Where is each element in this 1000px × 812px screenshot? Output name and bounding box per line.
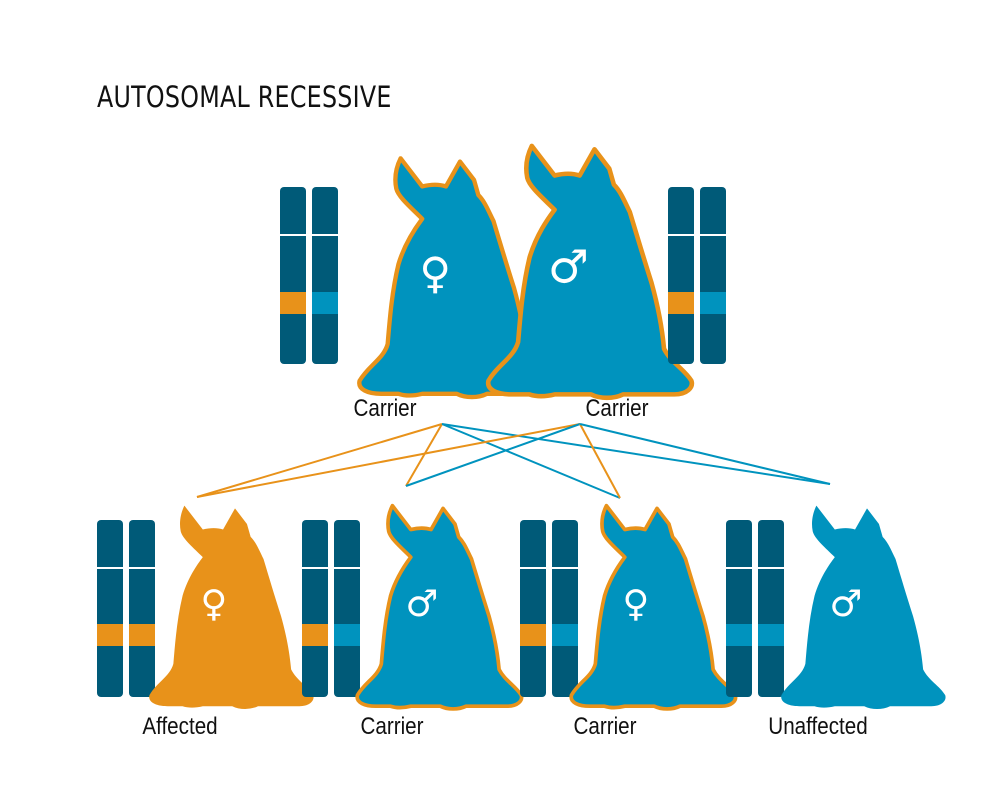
dog-offspring-1: ♀ bbox=[149, 505, 314, 709]
chromosome bbox=[97, 520, 123, 697]
sex-symbol: ♀ bbox=[419, 249, 451, 299]
status-label: Carrier bbox=[353, 395, 417, 422]
allele-band bbox=[552, 624, 578, 646]
inheritance-line bbox=[579, 423, 621, 499]
allele-band bbox=[334, 624, 360, 646]
inheritance-line bbox=[441, 423, 621, 499]
dog-silhouette bbox=[355, 503, 524, 711]
allele-band bbox=[129, 624, 155, 646]
inheritance-line bbox=[196, 423, 443, 498]
dog-father: ♂ bbox=[488, 146, 692, 398]
chromosome bbox=[758, 520, 784, 697]
dog-offspring-3: ♀ bbox=[569, 503, 738, 711]
allele-band bbox=[520, 624, 546, 646]
sex-symbol: ♂ bbox=[548, 241, 589, 294]
dog-silhouette bbox=[569, 503, 738, 711]
centromere-line bbox=[668, 234, 694, 236]
allele-band bbox=[280, 292, 306, 314]
centromere-line bbox=[552, 567, 578, 569]
allele-band bbox=[97, 624, 123, 646]
chromosome bbox=[312, 187, 338, 364]
allele-band bbox=[758, 624, 784, 646]
dog-offspring-4: ♂ bbox=[781, 505, 946, 709]
status-label: Unaffected bbox=[768, 713, 867, 740]
inheritance-line bbox=[196, 423, 581, 498]
allele-band bbox=[302, 624, 328, 646]
chromosome bbox=[280, 187, 306, 364]
centromere-line bbox=[334, 567, 360, 569]
sex-symbol: ♀ bbox=[200, 582, 227, 625]
dog-silhouette bbox=[488, 146, 692, 398]
status-label: Carrier bbox=[585, 395, 649, 422]
allele-band bbox=[726, 624, 752, 646]
sex-symbol: ♂ bbox=[829, 582, 862, 625]
chromosome-pair-offspring-1 bbox=[97, 520, 155, 697]
status-label: Affected bbox=[142, 713, 217, 740]
inheritance-line bbox=[405, 423, 443, 487]
diagram-title: AUTOSOMAL RECESSIVE bbox=[97, 80, 392, 114]
sex-symbol: ♀ bbox=[622, 582, 649, 625]
inheritance-line bbox=[405, 423, 581, 487]
chromosome bbox=[726, 520, 752, 697]
chromosome-pair-offspring-4 bbox=[726, 520, 784, 697]
sex-symbol: ♂ bbox=[405, 582, 438, 625]
centromere-line bbox=[758, 567, 784, 569]
chromosome bbox=[552, 520, 578, 697]
inheritance-lines bbox=[196, 423, 831, 499]
inheritance-line bbox=[441, 423, 831, 485]
inheritance-line bbox=[579, 423, 831, 485]
centromere-line bbox=[97, 567, 123, 569]
chromosome bbox=[520, 520, 546, 697]
centromere-line bbox=[280, 234, 306, 236]
centromere-line bbox=[700, 234, 726, 236]
centromere-line bbox=[726, 567, 752, 569]
chromosome bbox=[302, 520, 328, 697]
dog-offspring-2: ♂ bbox=[355, 503, 524, 711]
chromosome bbox=[700, 187, 726, 364]
chromosome bbox=[129, 520, 155, 697]
chromosome-pair-offspring-3 bbox=[520, 520, 578, 697]
chromosome bbox=[334, 520, 360, 697]
chromosome bbox=[668, 187, 694, 364]
chromosome-pair-offspring-2 bbox=[302, 520, 360, 697]
status-label: Carrier bbox=[573, 713, 637, 740]
dog-silhouette bbox=[149, 505, 314, 709]
centromere-line bbox=[129, 567, 155, 569]
centromere-line bbox=[302, 567, 328, 569]
dog-silhouette bbox=[781, 505, 946, 709]
chromosome-pair-father bbox=[668, 187, 726, 364]
centromere-line bbox=[520, 567, 546, 569]
status-label: Carrier bbox=[360, 713, 424, 740]
allele-band bbox=[700, 292, 726, 314]
centromere-line bbox=[312, 234, 338, 236]
dog-mother: ♀ bbox=[359, 158, 552, 397]
allele-band bbox=[312, 292, 338, 314]
chromosome-pair-mother bbox=[280, 187, 338, 364]
allele-band bbox=[668, 292, 694, 314]
